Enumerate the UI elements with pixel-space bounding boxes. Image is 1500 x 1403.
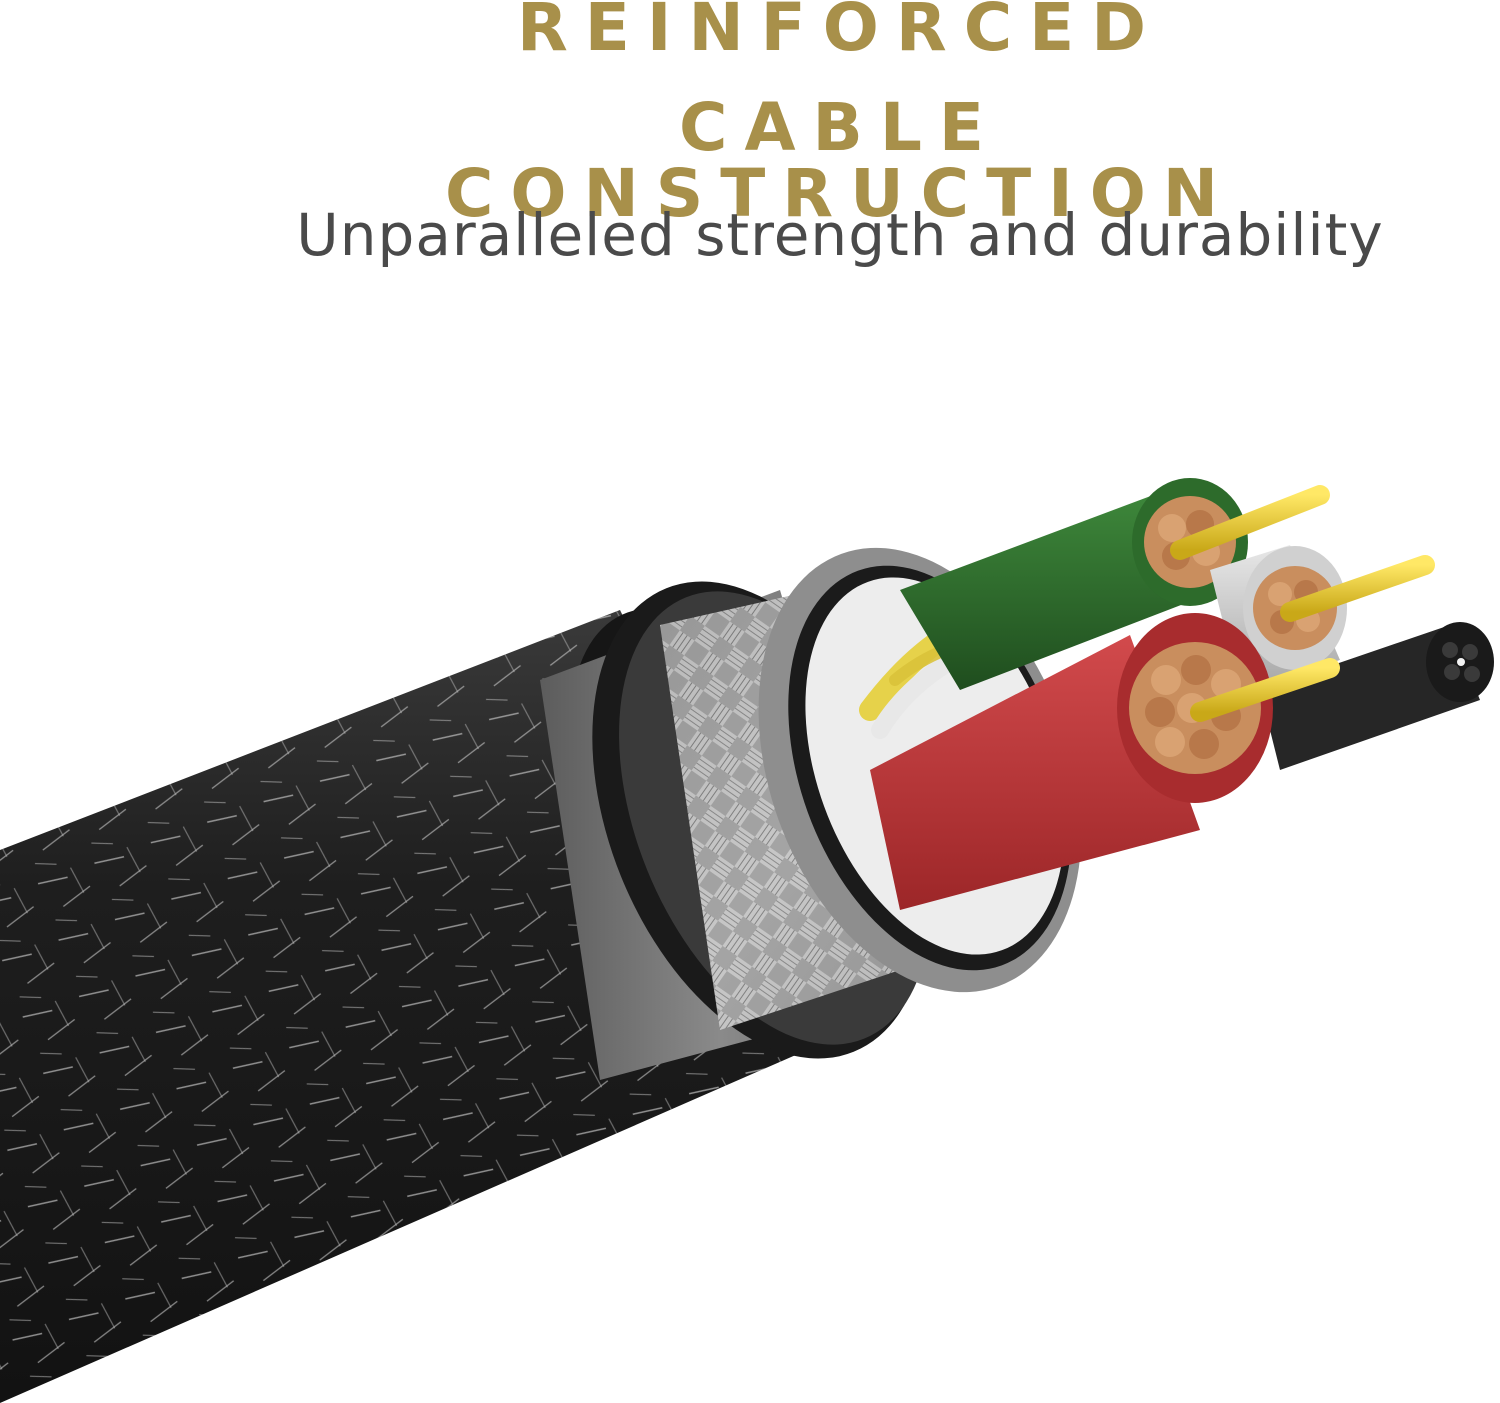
header: REINFORCED CABLE CONSTRUCTION Unparallel… — [0, 0, 1500, 290]
title-line-2: CABLE CONSTRUCTION — [444, 89, 1236, 232]
cable-illustration — [0, 440, 1500, 1403]
wire-green — [900, 478, 1330, 690]
wire-black — [1260, 622, 1494, 770]
title-line-1: REINFORCED — [516, 0, 1164, 66]
subtitle: Unparalleled strength and durability — [296, 201, 1384, 269]
wire-red — [870, 613, 1340, 910]
cable-cross-section-image — [0, 478, 1494, 1403]
